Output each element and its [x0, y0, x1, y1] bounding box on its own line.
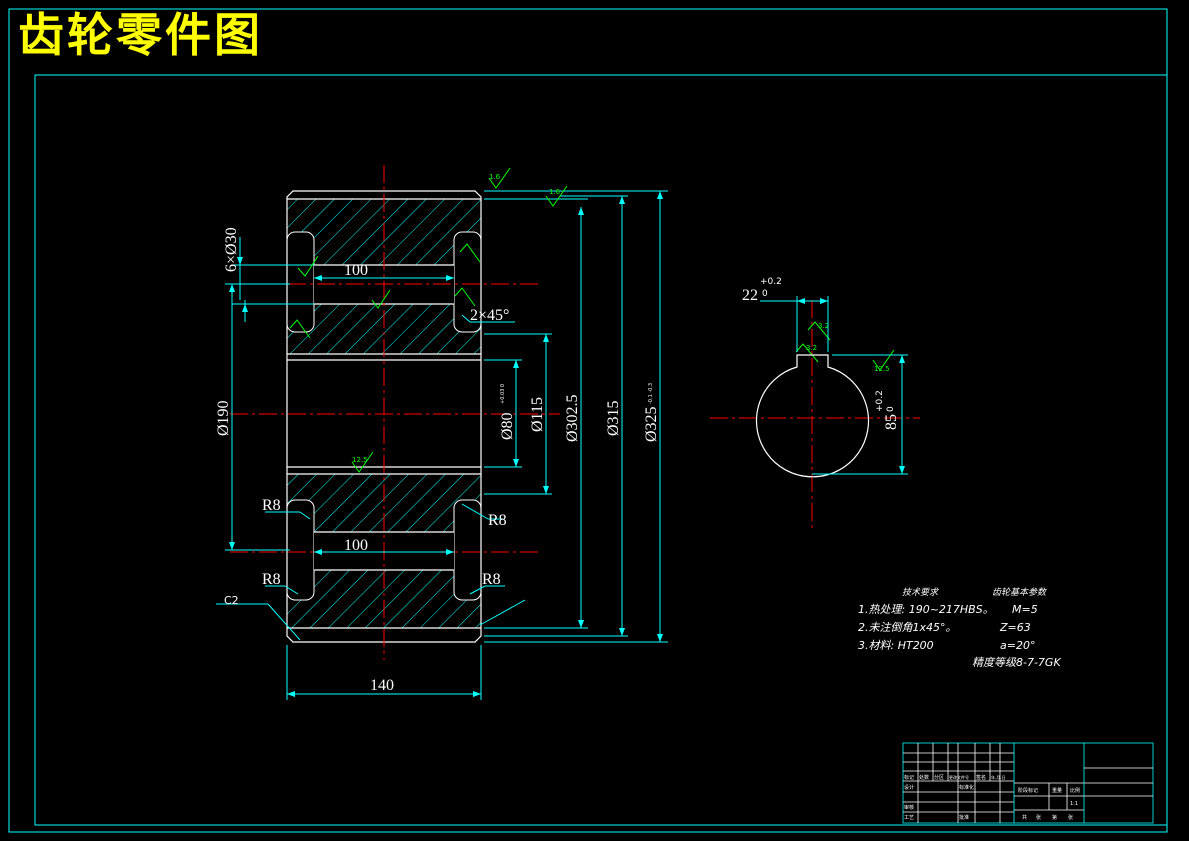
gear-param-a: a=20°	[1000, 639, 1035, 652]
tb-cell: 批准	[959, 814, 969, 821]
dim-key-depth-tol: +0.2	[875, 390, 885, 412]
tb-cell: 标准化	[959, 784, 974, 791]
gear-param-grade: 精度等级8-7-7GK	[972, 656, 1061, 669]
gear-params-title: 齿轮基本参数	[992, 587, 1047, 598]
dim-d325: Ø325	[643, 406, 660, 442]
tb-stage: 阶段标记	[1018, 787, 1038, 794]
roughness-label: 3.2	[818, 322, 829, 330]
dim-key-width-tol: 0	[762, 289, 768, 299]
tech-requirement-2: 2.未注倒角1x45°。	[858, 621, 957, 634]
tb-cell: 签名	[976, 774, 986, 781]
dim-d115: Ø115	[529, 397, 546, 432]
tb-scale-value: 1:1	[1070, 801, 1078, 807]
dim-holes: 6×Ø30	[223, 227, 240, 272]
title-block	[902, 742, 1154, 824]
tb-cell: 分区	[934, 774, 944, 781]
tb-cell: 审核	[904, 804, 914, 811]
roughness-label: 1.6	[489, 173, 501, 181]
dim-groove-top: 100	[344, 262, 368, 279]
dim-r8: R8	[488, 512, 507, 529]
keyway-arrowheads	[797, 298, 905, 474]
dim-d325-tol: -0.1 -0.3	[648, 383, 654, 404]
tb-scale: 比例	[1070, 787, 1080, 794]
roughness-symbols	[289, 167, 895, 473]
tb-cell: 处数	[919, 774, 929, 781]
tb-cell: 设计	[904, 784, 914, 791]
tb-sheets: 张	[1068, 814, 1073, 821]
dim-key-depth-tol: 0	[886, 406, 896, 412]
outer-frame	[8, 8, 1168, 833]
tb-sheets: 张	[1036, 814, 1041, 821]
tb-sheets: 共	[1022, 814, 1027, 821]
dim-key-width: 22	[742, 287, 758, 304]
tech-requirements-title: 技术要求	[902, 587, 939, 598]
dim-d190: Ø190	[215, 400, 232, 436]
tb-cell: 年.月.日	[991, 774, 1006, 780]
dim-r8: R8	[262, 571, 281, 588]
dim-groove-bottom: 100	[344, 537, 368, 554]
dim-c2: C2	[224, 594, 239, 607]
arrowheads	[229, 191, 663, 697]
tb-weight: 重量	[1052, 787, 1062, 794]
dim-r8: R8	[482, 571, 501, 588]
keyway-dimensions	[760, 296, 908, 475]
drawing-title: 齿轮零件图	[18, 8, 263, 62]
dim-d80-tol: +0.03 0	[500, 384, 506, 404]
tech-requirement-3: 3.材料: HT200	[858, 639, 934, 652]
tb-sheets: 第	[1052, 814, 1057, 821]
gear-param-m: M=5	[1012, 603, 1038, 616]
dimension-lines	[216, 190, 668, 700]
roughness-label: 12.5	[352, 456, 368, 464]
dim-r8: R8	[262, 497, 281, 514]
roughness-label: 1.6	[549, 188, 561, 196]
dim-d302: Ø302.5	[564, 394, 581, 442]
roughness-label: 12.5	[874, 365, 890, 373]
tb-cell: 标记	[904, 774, 914, 781]
dim-key-depth: 85	[883, 414, 900, 430]
tech-requirement-1: 1.热处理: 190~217HBS。	[858, 603, 994, 616]
gear-param-z: Z=63	[999, 621, 1031, 634]
tb-cell: 工艺	[904, 815, 914, 821]
dim-key-width-tol: +0.2	[760, 277, 782, 287]
inner-frame	[34, 74, 1168, 826]
dim-d80: Ø80	[499, 412, 516, 440]
dim-d315: Ø315	[605, 400, 622, 436]
keyway-view	[755, 354, 870, 478]
tb-cell: 更改文件号	[949, 774, 969, 780]
roughness-label: 3.2	[806, 344, 817, 352]
dim-width: 140	[370, 677, 394, 694]
dim-chamfer: 2×45°	[470, 307, 509, 324]
